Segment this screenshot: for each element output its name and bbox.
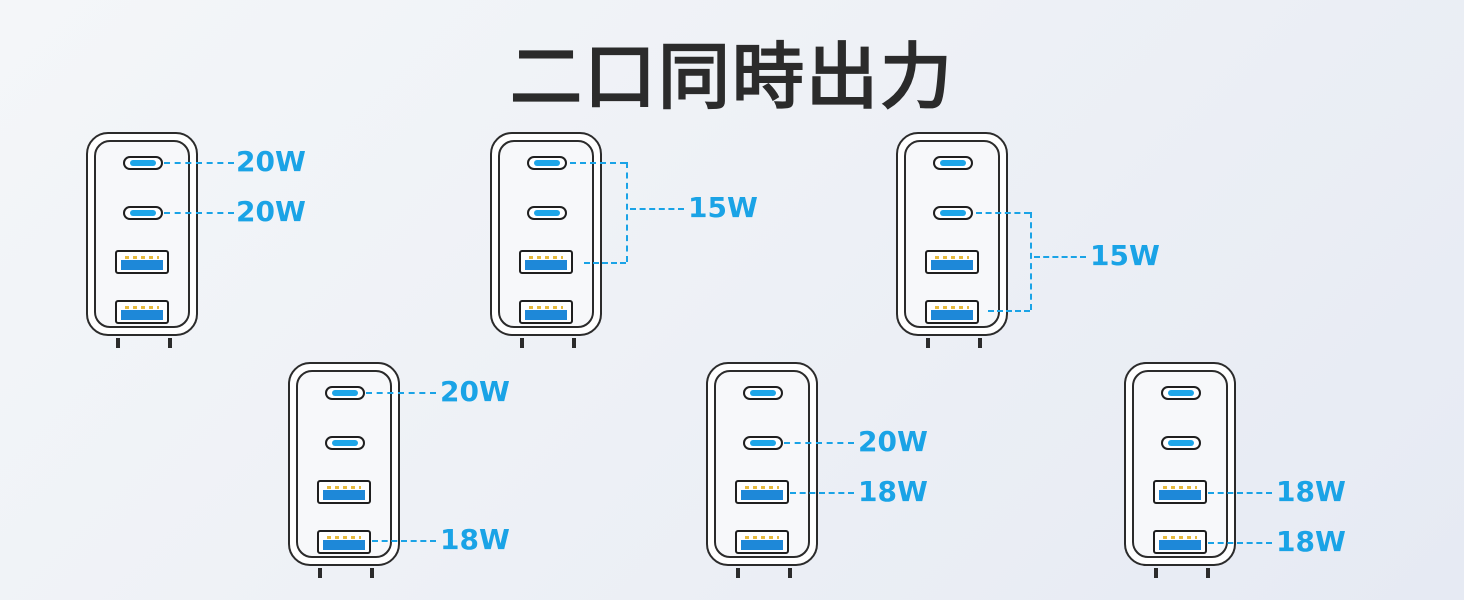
usb-c-port-1 [123, 156, 163, 170]
connector-line [790, 492, 854, 494]
power-label: 18W [1276, 475, 1346, 508]
connector-line [1034, 256, 1086, 258]
connector-line [372, 540, 436, 542]
usb-a-port-2 [925, 300, 979, 324]
charger-1 [86, 132, 202, 348]
usb-c-port-2 [1161, 436, 1201, 450]
power-label: 18W [1276, 525, 1346, 558]
usb-a-port-1 [735, 480, 789, 504]
power-label: 18W [858, 475, 928, 508]
connector-line [164, 212, 234, 214]
bracket-line [1030, 212, 1032, 310]
usb-a-port-2 [519, 300, 573, 324]
power-label: 15W [1090, 239, 1160, 272]
usb-c-port-1 [933, 156, 973, 170]
usb-a-port-2 [735, 530, 789, 554]
usb-a-port-1 [317, 480, 371, 504]
usb-c-port-2 [743, 436, 783, 450]
power-label: 18W [440, 523, 510, 556]
connector-line [366, 392, 436, 394]
usb-a-port-2 [1153, 530, 1207, 554]
usb-c-port-1 [1161, 386, 1201, 400]
charger-6 [1124, 362, 1240, 578]
charger-3 [896, 132, 1012, 348]
power-label: 20W [236, 145, 306, 178]
power-label: 20W [440, 375, 510, 408]
power-label: 15W [688, 191, 758, 224]
power-label: 20W [236, 195, 306, 228]
usb-c-port-2 [933, 206, 973, 220]
connector-line [584, 262, 626, 264]
charger-2 [490, 132, 606, 348]
usb-c-port-2 [325, 436, 365, 450]
usb-a-port-2 [115, 300, 169, 324]
usb-a-port-1 [925, 250, 979, 274]
connector-line [570, 162, 626, 164]
connector-line [976, 212, 1030, 214]
bracket-line [626, 162, 628, 262]
usb-a-port-1 [1153, 480, 1207, 504]
connector-line [1208, 492, 1272, 494]
connector-line [988, 310, 1030, 312]
usb-c-port-1 [743, 386, 783, 400]
connector-line [164, 162, 234, 164]
charger-4 [288, 362, 404, 578]
connector-line [784, 442, 854, 444]
usb-a-port-1 [115, 250, 169, 274]
usb-c-port-1 [325, 386, 365, 400]
page-title: 二口同時出力 [509, 35, 954, 119]
charger-5 [706, 362, 822, 578]
usb-a-port-1 [519, 250, 573, 274]
connector-line [630, 208, 684, 210]
power-label: 20W [858, 425, 928, 458]
usb-c-port-2 [123, 206, 163, 220]
usb-a-port-2 [317, 530, 371, 554]
connector-line [1208, 542, 1272, 544]
usb-c-port-2 [527, 206, 567, 220]
usb-c-port-1 [527, 156, 567, 170]
